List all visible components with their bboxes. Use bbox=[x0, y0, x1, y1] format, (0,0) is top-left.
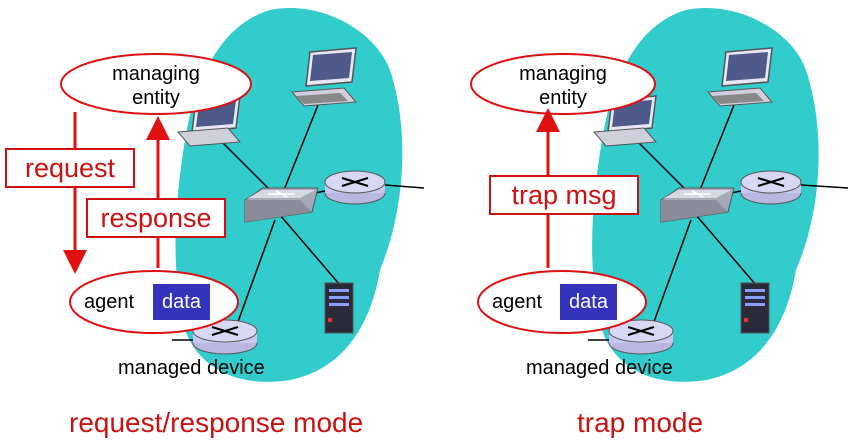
response-label: response bbox=[86, 198, 226, 238]
router-icon bbox=[608, 319, 674, 355]
agent-label: agent bbox=[492, 291, 543, 313]
entity-label-line1: managing bbox=[519, 63, 607, 85]
agent-label: agent bbox=[84, 291, 135, 313]
server-icon bbox=[324, 282, 354, 334]
computer-icon bbox=[706, 47, 774, 107]
managing-entity-oval bbox=[470, 53, 656, 115]
request-label: request bbox=[5, 148, 135, 188]
network-diagram bbox=[470, 8, 848, 382]
managing-entity-oval bbox=[60, 53, 252, 115]
managed-device-label: managed device bbox=[118, 357, 265, 379]
computer-icon bbox=[290, 47, 358, 107]
entity-label-line1: managing bbox=[112, 63, 200, 85]
data-box: data bbox=[153, 284, 210, 320]
server-icon bbox=[740, 282, 770, 334]
switch-icon bbox=[244, 187, 319, 223]
mode-title: request/response mode bbox=[69, 407, 364, 438]
entity-label-line2: entity bbox=[132, 87, 180, 109]
mode-title: trap mode bbox=[577, 407, 704, 438]
router-icon bbox=[324, 170, 386, 205]
computer-icon bbox=[176, 95, 242, 147]
data-box: data bbox=[560, 284, 617, 320]
switch-icon bbox=[660, 187, 735, 223]
router-icon bbox=[740, 170, 802, 205]
trap-msg-label: trap msg bbox=[489, 175, 639, 215]
entity-label-line2: entity bbox=[539, 87, 587, 109]
router-icon bbox=[192, 319, 258, 355]
request-response-panel: managing entity request response agent d… bbox=[5, 8, 424, 438]
managed-device-label: managed device bbox=[526, 357, 673, 379]
trap-panel: managing entity trap msg agent data mana… bbox=[424, 0, 848, 448]
